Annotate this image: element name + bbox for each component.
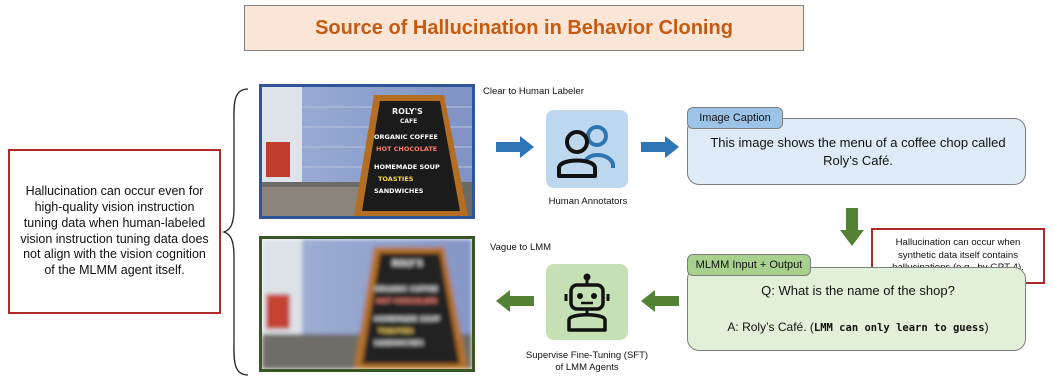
sign-line: ORGANIC COFFEE	[374, 133, 438, 141]
sign-line: TOASTIES	[378, 327, 414, 335]
vague-photo: ROLY'S ORGANIC COFFEE HOT CHOCOLATE HOME…	[259, 236, 475, 372]
clear-label: Clear to Human Labeler	[483, 86, 584, 97]
brace-icon	[222, 88, 249, 376]
clear-photo: ROLY'S CAFE ORGANIC COFFEE HOT CHOCOLATE…	[259, 84, 475, 219]
sign-sub: CAFE	[400, 118, 417, 125]
answer-emphasis: LMM can only learn to guess	[813, 322, 985, 334]
annotator-box	[546, 110, 628, 188]
arrow-right-icon	[641, 136, 679, 158]
sign-line: SANDWICHES	[374, 339, 424, 347]
sign-line: HOT CHOCOLATE	[376, 145, 437, 153]
vague-label: Vague to LMM	[490, 242, 552, 253]
sign-name: ROLY'S	[392, 259, 423, 268]
sft-label: Supervise Fine-Tuning (SFT) of LMM Agent…	[525, 350, 649, 373]
arrow-left-icon	[641, 290, 679, 312]
people-icon	[557, 125, 615, 178]
robot-icon	[564, 273, 610, 332]
io-panel	[687, 267, 1026, 351]
sign-line: TOASTIES	[378, 175, 414, 183]
left-note: Hallucination can occur even for high-qu…	[8, 149, 221, 314]
io-tag: MLMM Input + Output	[687, 254, 811, 276]
sign-line: HOT CHOCOLATE	[376, 297, 437, 305]
arrow-down-icon	[840, 208, 864, 246]
robot-box	[546, 264, 628, 340]
sign-line: ORGANIC COFFEE	[374, 285, 438, 293]
sign-name: ROLY'S	[392, 107, 423, 116]
title-banner: Source of Hallucination in Behavior Clon…	[244, 5, 804, 51]
answer-text: A: Roly’s Café. (LMM can only learn to g…	[727, 320, 989, 334]
arrow-right-icon	[496, 136, 534, 158]
sign-line: HOMEMADE SOUP	[374, 163, 440, 171]
sign-line: SANDWICHES	[374, 187, 424, 195]
diagram-title: Source of Hallucination in Behavior Clon…	[315, 16, 733, 39]
caption-panel	[687, 118, 1026, 185]
question-text: Q: What is the name of the shop?	[761, 283, 955, 298]
caption-tag: Image Caption	[687, 107, 783, 129]
annotator-label: Human Annotators	[548, 196, 628, 207]
arrow-left-icon	[496, 290, 534, 312]
caption-text: This image shows the menu of a coffee ch…	[710, 135, 1006, 168]
sign-line: HOMEMADE SOUP	[374, 315, 440, 323]
